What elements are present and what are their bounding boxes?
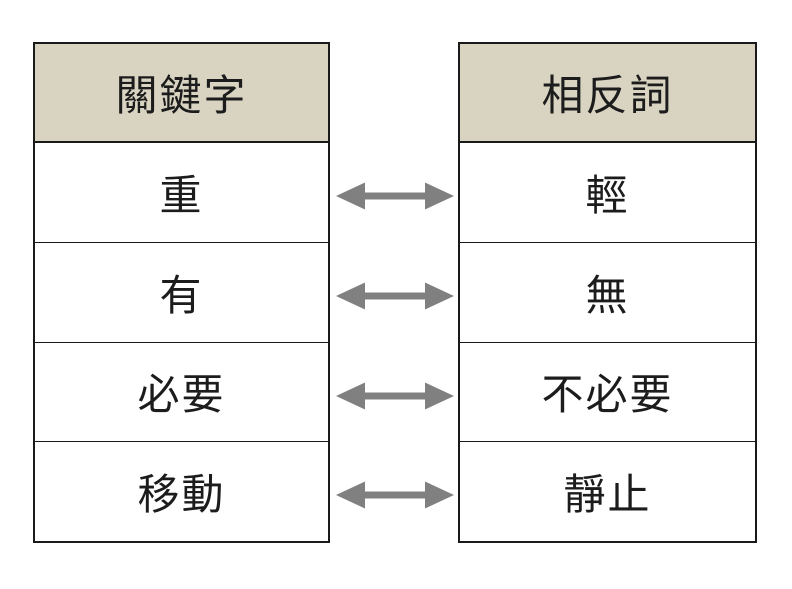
keyword-cell: 有 (35, 243, 328, 343)
antonym-table-header: 相反詞 (460, 44, 755, 143)
double-arrow-icon (336, 378, 454, 414)
antonym-cell: 不必要 (460, 343, 755, 443)
antonym-cell: 輕 (460, 143, 755, 243)
keyword-table: 關鍵字 重 有 必要 移動 (33, 42, 330, 543)
keyword-cell: 重 (35, 143, 328, 243)
keyword-table-header: 關鍵字 (35, 44, 328, 143)
double-arrow-icon (336, 477, 454, 513)
antonym-cell: 靜止 (563, 471, 652, 519)
antonym-table: 相反詞 輕 無 不必要 靜止 (458, 42, 757, 543)
double-arrow-icon (336, 178, 454, 214)
keyword-cell: 必要 (35, 343, 328, 443)
antonym-cell: 無 (460, 243, 755, 343)
keyword-cell: 移動 (137, 471, 226, 519)
double-arrow-icon (336, 278, 454, 314)
